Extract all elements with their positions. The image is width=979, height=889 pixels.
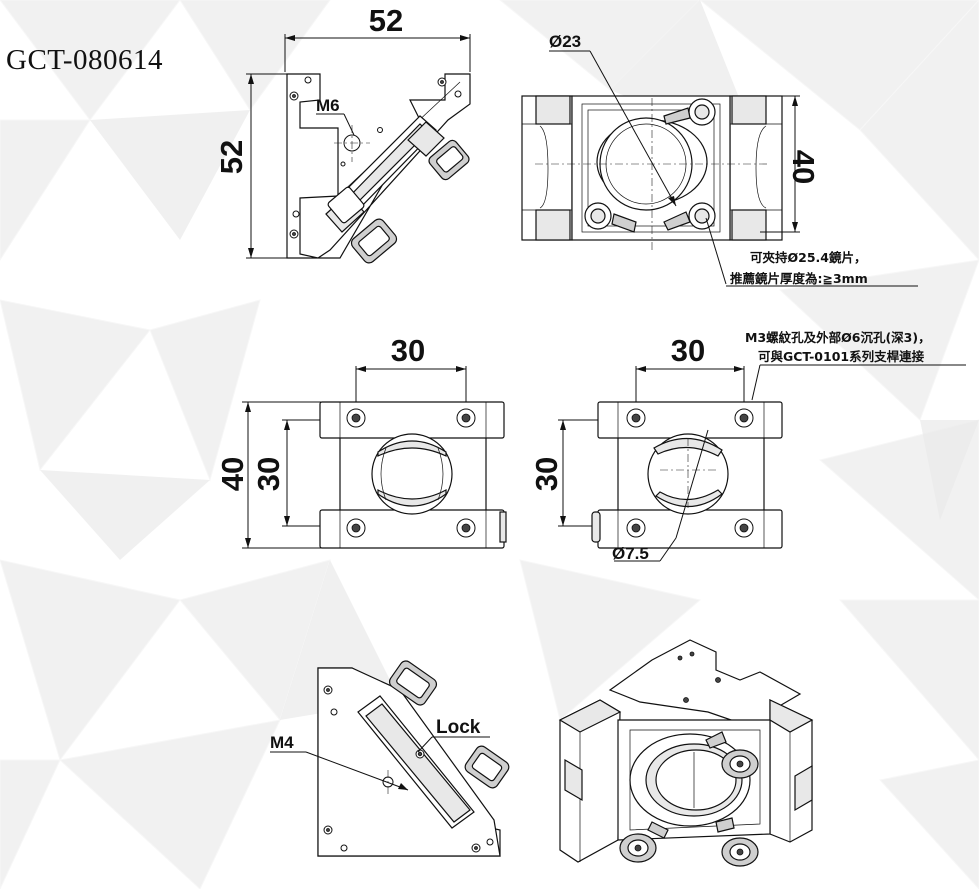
topleft-spacing-dim: 30: [391, 333, 425, 368]
topleft-outer-height-dim: 40: [215, 457, 250, 491]
topright-small-hole-dim: Ø7.5: [612, 544, 649, 563]
topright-note-line1: M3螺紋孔及外部Ø6沉孔(深3)，: [745, 330, 931, 345]
back-thread-label: M4: [270, 733, 294, 752]
side-thread-label: M6: [316, 96, 340, 115]
top-view-right: 30 30 Ø7.5 M3螺紋孔及外部Ø6沉孔: [529, 330, 966, 563]
topright-height-dim: 30: [529, 457, 564, 491]
front-aperture-dim: Ø23: [549, 32, 581, 51]
front-view: Ø23 40 可夾持Ø25.4鏡片， 推薦鏡片厚度為:≧3mm: [521, 32, 918, 287]
front-note-line1: 可夾持Ø25.4鏡片，: [750, 250, 866, 265]
side-height-dim: 52: [214, 140, 249, 174]
topleft-inner-height-dim: 30: [251, 457, 286, 491]
topright-spacing-dim: 30: [671, 333, 705, 368]
topright-note-line2: 可與GCT-0101系列支桿連接: [758, 349, 925, 364]
back-lock-label: Lock: [436, 717, 481, 738]
top-view-left: 30 40 30: [215, 333, 507, 549]
side-view: 52 52 M6: [214, 3, 471, 264]
back-view: M4 Lock: [270, 660, 510, 857]
model-code: GCT-080614: [6, 44, 163, 76]
side-width-dim: 52: [369, 3, 403, 38]
front-height-dim: 40: [786, 150, 821, 184]
isometric-view: [558, 639, 814, 867]
front-note-line2: 推薦鏡片厚度為:≧3mm: [730, 271, 868, 286]
